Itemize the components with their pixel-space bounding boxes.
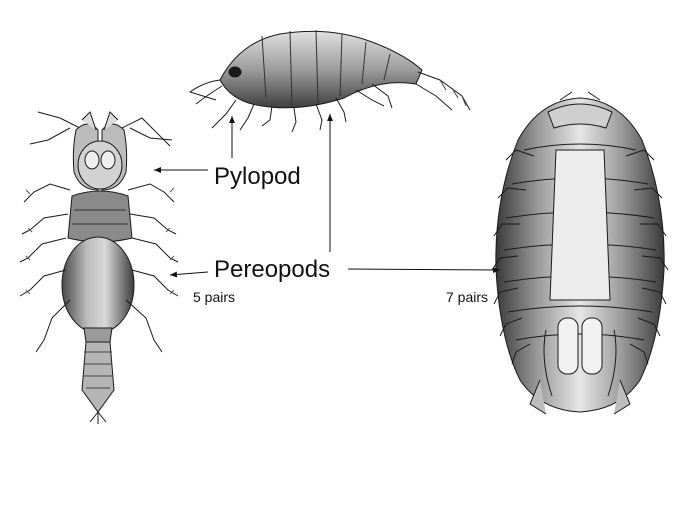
arrow-pereopods-to-isopod [347, 266, 501, 273]
pylopod-label: Pylopod [214, 163, 301, 190]
arrow-pereopods-to-shrimp [169, 271, 209, 278]
seven-pairs-label: 7 pairs [446, 289, 489, 305]
five-pairs-label: 5 pairs [193, 289, 236, 305]
pointer-arrows [154, 114, 501, 278]
pereopods-label: Pereopods [214, 256, 331, 283]
isopod-illustration [491, 91, 669, 415]
mud-shrimp-illustration [19, 111, 179, 424]
amphipod-illustration [188, 29, 471, 133]
